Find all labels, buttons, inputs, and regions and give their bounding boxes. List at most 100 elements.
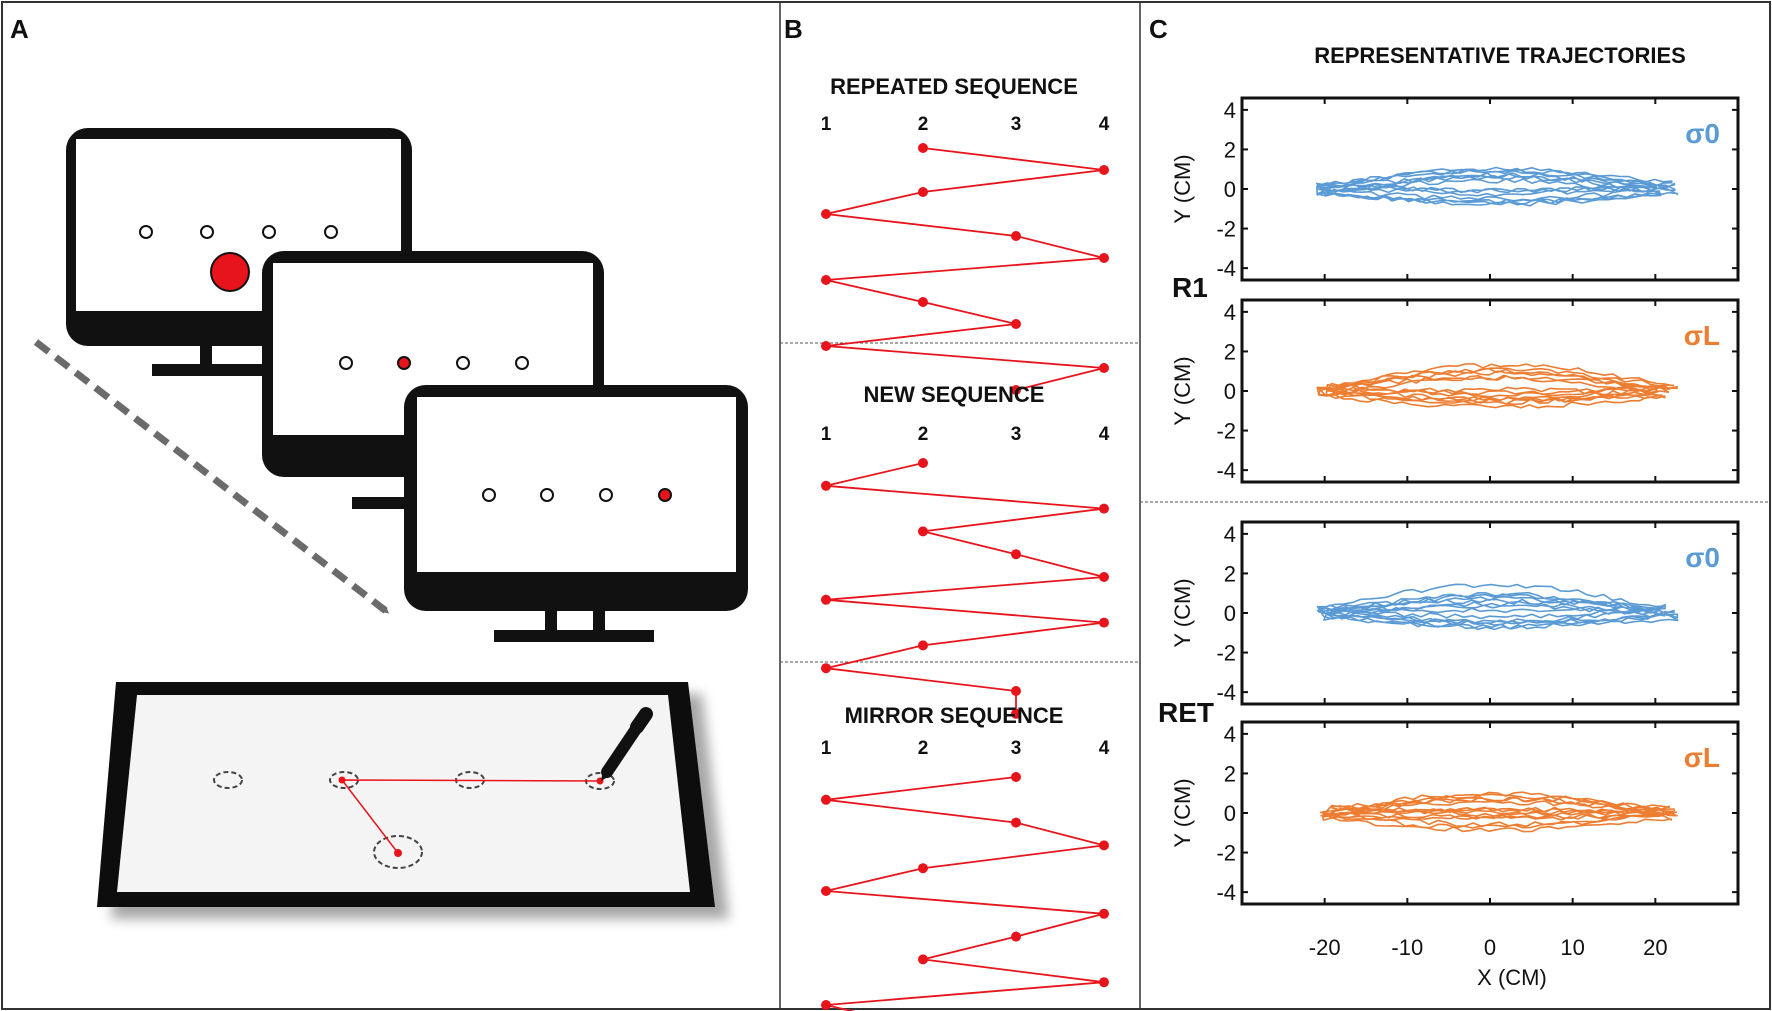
y-tick-label: -2 bbox=[1216, 217, 1236, 242]
sequence-target-dot bbox=[821, 886, 831, 896]
panel-letter-c: C bbox=[1149, 14, 1168, 44]
y-tick-label: -2 bbox=[1216, 841, 1236, 866]
series-label: σ0 bbox=[1685, 118, 1720, 149]
panel-c-trajectories: REPRESENTATIVE TRAJECTORIES R1 RET 420-2… bbox=[1158, 43, 1740, 990]
sequence-path bbox=[821, 458, 1109, 719]
monitor-3 bbox=[404, 385, 748, 642]
stylus-icon bbox=[601, 707, 653, 781]
x-tick-label: 20 bbox=[1643, 935, 1667, 960]
group-label-r1: R1 bbox=[1172, 272, 1208, 303]
x-tick-label: -20 bbox=[1309, 935, 1341, 960]
sequence-target-dot bbox=[821, 209, 831, 219]
monitor-3-neck-right bbox=[593, 611, 605, 631]
column-label-3: 3 bbox=[1011, 114, 1022, 135]
sequence-path bbox=[821, 772, 1109, 1011]
sequence-target-dot bbox=[821, 341, 831, 351]
sequence-line bbox=[825, 776, 1105, 1011]
trajectory-trace bbox=[1316, 583, 1679, 631]
y-tick-label: -4 bbox=[1216, 680, 1236, 705]
sequence-target-dot bbox=[1099, 503, 1109, 514]
panel-a-illustration bbox=[33, 128, 748, 907]
sequence-title: MIRROR SEQUENCE bbox=[845, 703, 1064, 728]
sequence-target-dot bbox=[1011, 686, 1021, 696]
sequence-target-dot bbox=[918, 640, 928, 651]
sequence-target-dot bbox=[1099, 363, 1109, 373]
trajectory-trace bbox=[1316, 363, 1678, 409]
sequence-target-dot bbox=[1099, 617, 1109, 628]
sequence-target-dot bbox=[1011, 817, 1021, 828]
y-tick-label: 2 bbox=[1224, 761, 1236, 786]
y-tick-label: 4 bbox=[1224, 98, 1236, 123]
sequence-target-dot bbox=[821, 794, 831, 805]
sequence-title: REPEATED SEQUENCE bbox=[830, 74, 1078, 99]
sequence-target-dot bbox=[821, 1000, 831, 1010]
column-label-4: 4 bbox=[1099, 114, 1110, 135]
x-axis-label: X (CM) bbox=[1477, 965, 1547, 990]
sequence-target-dot bbox=[821, 480, 831, 491]
y-axis-label: Y (CM) bbox=[1170, 778, 1195, 847]
y-tick-label: -4 bbox=[1216, 458, 1236, 483]
monitor-2-target-4 bbox=[515, 356, 529, 370]
sequence-target-dot bbox=[918, 297, 928, 307]
column-label-4: 4 bbox=[1099, 738, 1110, 759]
sequence-target-dot bbox=[1011, 931, 1021, 942]
monitor-2-stand bbox=[352, 497, 406, 509]
monitor-2-target-1 bbox=[339, 356, 353, 370]
sequence-path bbox=[821, 143, 1109, 395]
y-tick-label: 4 bbox=[1224, 722, 1236, 747]
sequence-target-dot bbox=[1099, 572, 1109, 582]
y-axis-label: Y (CM) bbox=[1170, 356, 1195, 425]
sequence-line bbox=[825, 462, 1105, 714]
y-tick-label: 0 bbox=[1224, 601, 1236, 626]
sequence-target-dot bbox=[1011, 231, 1021, 241]
sequence-line bbox=[825, 147, 1105, 391]
monitor-3-target-3 bbox=[599, 488, 613, 502]
trajectories-heading: REPRESENTATIVE TRAJECTORIES bbox=[1314, 43, 1686, 68]
trajectory-plot: 420-2-4Y (CM)σ0 bbox=[1170, 96, 1740, 282]
tablet-target-1 bbox=[213, 771, 243, 789]
column-label-2: 2 bbox=[918, 424, 929, 445]
sequence-target-dot bbox=[821, 594, 831, 605]
y-axis-label: Y (CM) bbox=[1170, 154, 1195, 223]
series-label: σL bbox=[1684, 742, 1720, 773]
sequence-target-dot bbox=[821, 663, 831, 674]
sequence-title: NEW SEQUENCE bbox=[864, 382, 1045, 407]
tablet-surface bbox=[117, 695, 690, 892]
column-label-1: 1 bbox=[821, 114, 832, 135]
y-tick-label: 0 bbox=[1224, 177, 1236, 202]
y-axis-label: Y (CM) bbox=[1170, 578, 1195, 647]
y-tick-label: -4 bbox=[1216, 880, 1236, 905]
column-label-2: 2 bbox=[918, 738, 929, 759]
tablet-start-zone bbox=[373, 835, 423, 869]
x-tick-label: 10 bbox=[1560, 935, 1584, 960]
monitor-3-neck-left bbox=[545, 611, 557, 631]
x-tick-label: 0 bbox=[1484, 935, 1496, 960]
y-tick-label: 0 bbox=[1224, 801, 1236, 826]
trajectory-plot: 420-2-4Y (CM)σL bbox=[1170, 298, 1740, 484]
sequence-target-dot bbox=[918, 143, 928, 153]
sequence-column-labels: 1 2 3 4 bbox=[821, 114, 1110, 135]
sequence-target-dot bbox=[1099, 253, 1109, 263]
sequence-target-dot bbox=[918, 954, 928, 965]
sequence-target-dot bbox=[1011, 708, 1021, 719]
y-tick-label: -2 bbox=[1216, 419, 1236, 444]
trajectory-trace bbox=[1319, 791, 1678, 833]
monitor-3-screen bbox=[417, 397, 736, 572]
sequence-target-dot bbox=[918, 526, 928, 537]
panel-letter-b: B bbox=[784, 14, 803, 44]
monitor-2-target-2 bbox=[397, 356, 411, 370]
y-tick-label: -4 bbox=[1216, 256, 1236, 281]
column-label-2: 2 bbox=[918, 114, 929, 135]
trajectory-trace bbox=[1316, 166, 1679, 207]
monitor-3-target-2 bbox=[540, 488, 554, 502]
sequence-target-dot bbox=[1011, 319, 1021, 329]
